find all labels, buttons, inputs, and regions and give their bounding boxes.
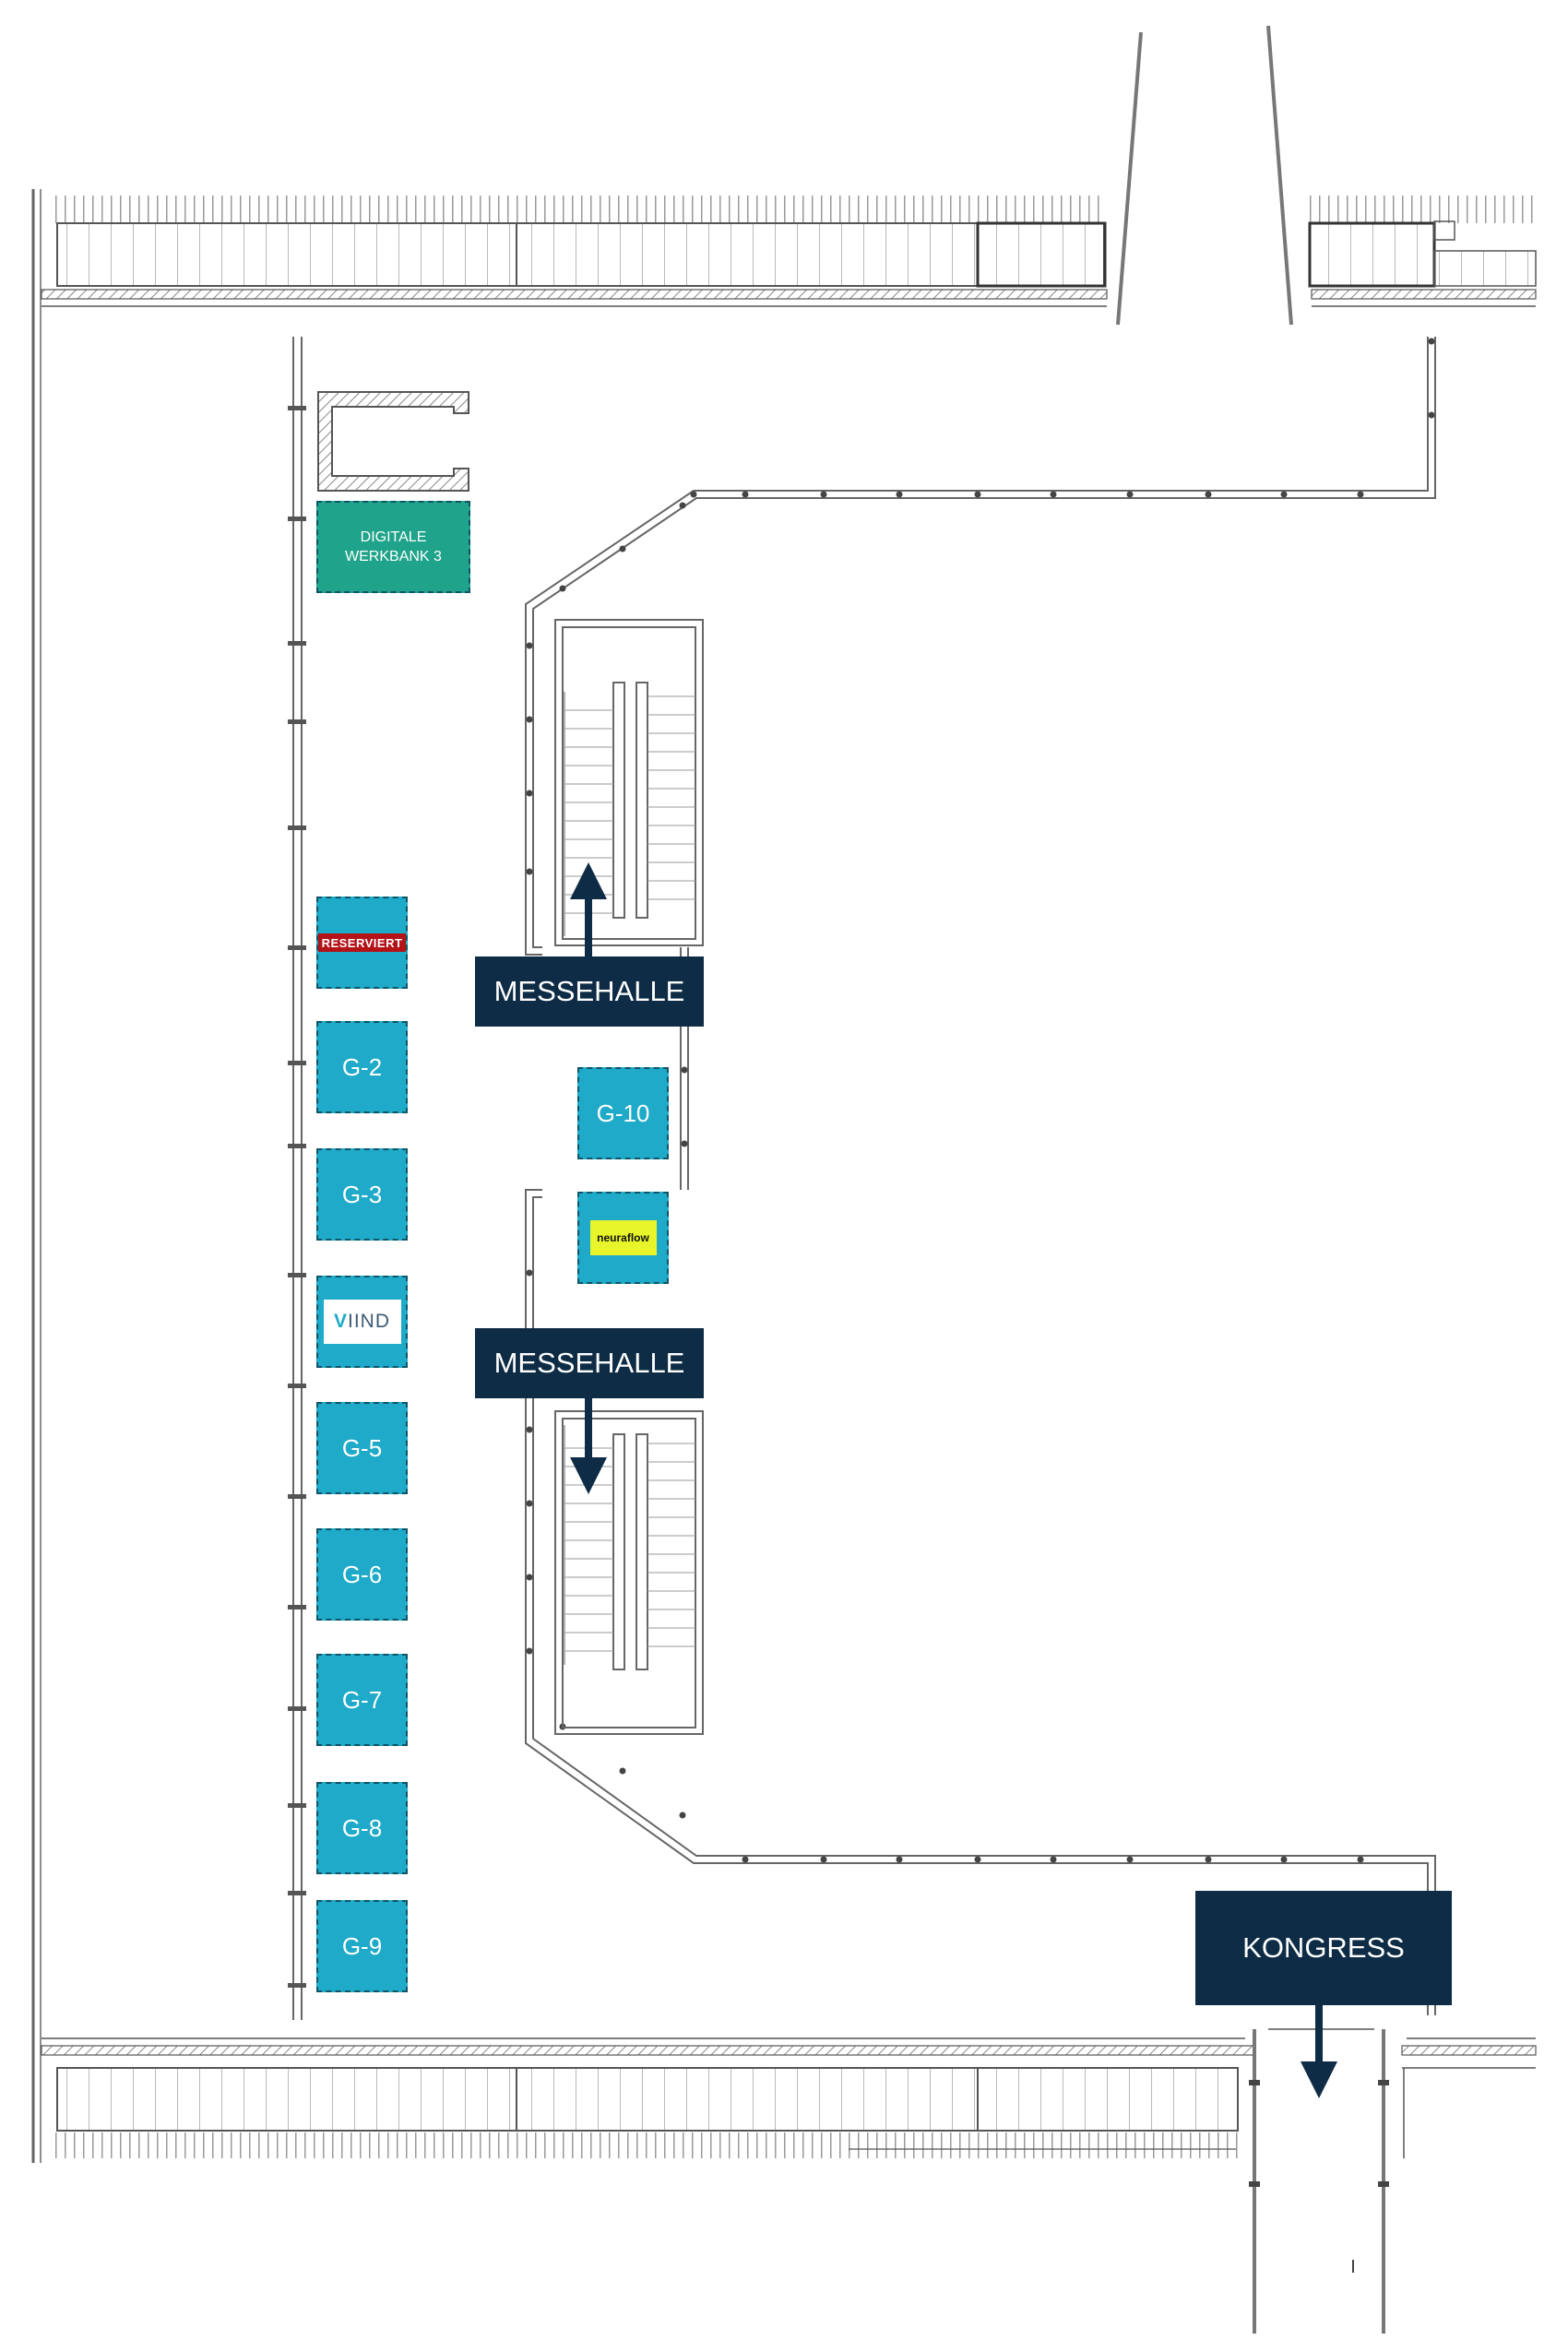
booth-reserviert[interactable]: RESERVIERT <box>316 897 408 989</box>
left-outer-wall <box>31 189 42 2163</box>
lower-staircase <box>554 1410 704 1735</box>
sign-kongress: KONGRESS <box>1195 1891 1452 2005</box>
upper-stair-treads <box>564 695 695 914</box>
sign-messehalle-down: MESSEHALLE <box>475 1328 704 1398</box>
booth-digitale-werkbank-3[interactable]: DIGITALE WERKBANK 3 <box>316 501 470 593</box>
booth-label: G-2 <box>341 1052 383 1081</box>
booth-g-5[interactable]: G-5 <box>316 1402 408 1494</box>
booth-label: G-6 <box>341 1560 383 1588</box>
viind-logo-mark: V <box>333 1311 348 1332</box>
sign-label: KONGRESS <box>1242 1931 1405 1964</box>
top-facade <box>41 25 1537 326</box>
display-frame <box>317 391 469 492</box>
booth-g-6[interactable]: G-6 <box>316 1528 408 1621</box>
arrow-down-kongress <box>1301 2002 1337 2098</box>
sign-label: MESSEHALLE <box>493 1347 685 1379</box>
booth-label: G-10 <box>596 1099 650 1127</box>
booth-g-9[interactable]: G-9 <box>316 1900 408 1992</box>
booth-label: G-9 <box>341 1931 383 1960</box>
corridor-posts <box>1249 2080 1389 2273</box>
void-railing <box>525 337 1436 2015</box>
viind-logo-text: IIND <box>348 1311 390 1332</box>
inner-partition-wall <box>288 337 306 2020</box>
arrow-up-messehalle <box>570 862 607 959</box>
booth-label: G-7 <box>341 1685 383 1714</box>
booth-g-7[interactable]: G-7 <box>316 1654 408 1746</box>
booth-label: G-5 <box>341 1433 383 1462</box>
sign-messehalle-up: MESSEHALLE <box>475 956 704 1027</box>
arrow-down-messehalle <box>570 1397 607 1494</box>
booth-label-line1: DIGITALE <box>360 529 427 545</box>
lower-stair-treads <box>564 1443 695 1652</box>
reserved-badge: RESERVIERT <box>318 933 406 952</box>
booth-label: G-3 <box>341 1180 383 1208</box>
booth-label-line2: WERKBANK 3 <box>345 549 442 564</box>
booth-g-10[interactable]: G-10 <box>577 1067 669 1159</box>
booth-g-2[interactable]: G-2 <box>316 1021 408 1113</box>
booth-label: G-8 <box>341 1813 383 1842</box>
sign-label: MESSEHALLE <box>493 975 685 1007</box>
bottom-facade <box>41 2028 1537 2334</box>
booth-neuraflow[interactable]: neuraflow <box>577 1192 669 1284</box>
neuraflow-logo: neuraflow <box>589 1220 657 1255</box>
booth-g-8[interactable]: G-8 <box>316 1782 408 1874</box>
booth-g-3[interactable]: G-3 <box>316 1148 408 1241</box>
